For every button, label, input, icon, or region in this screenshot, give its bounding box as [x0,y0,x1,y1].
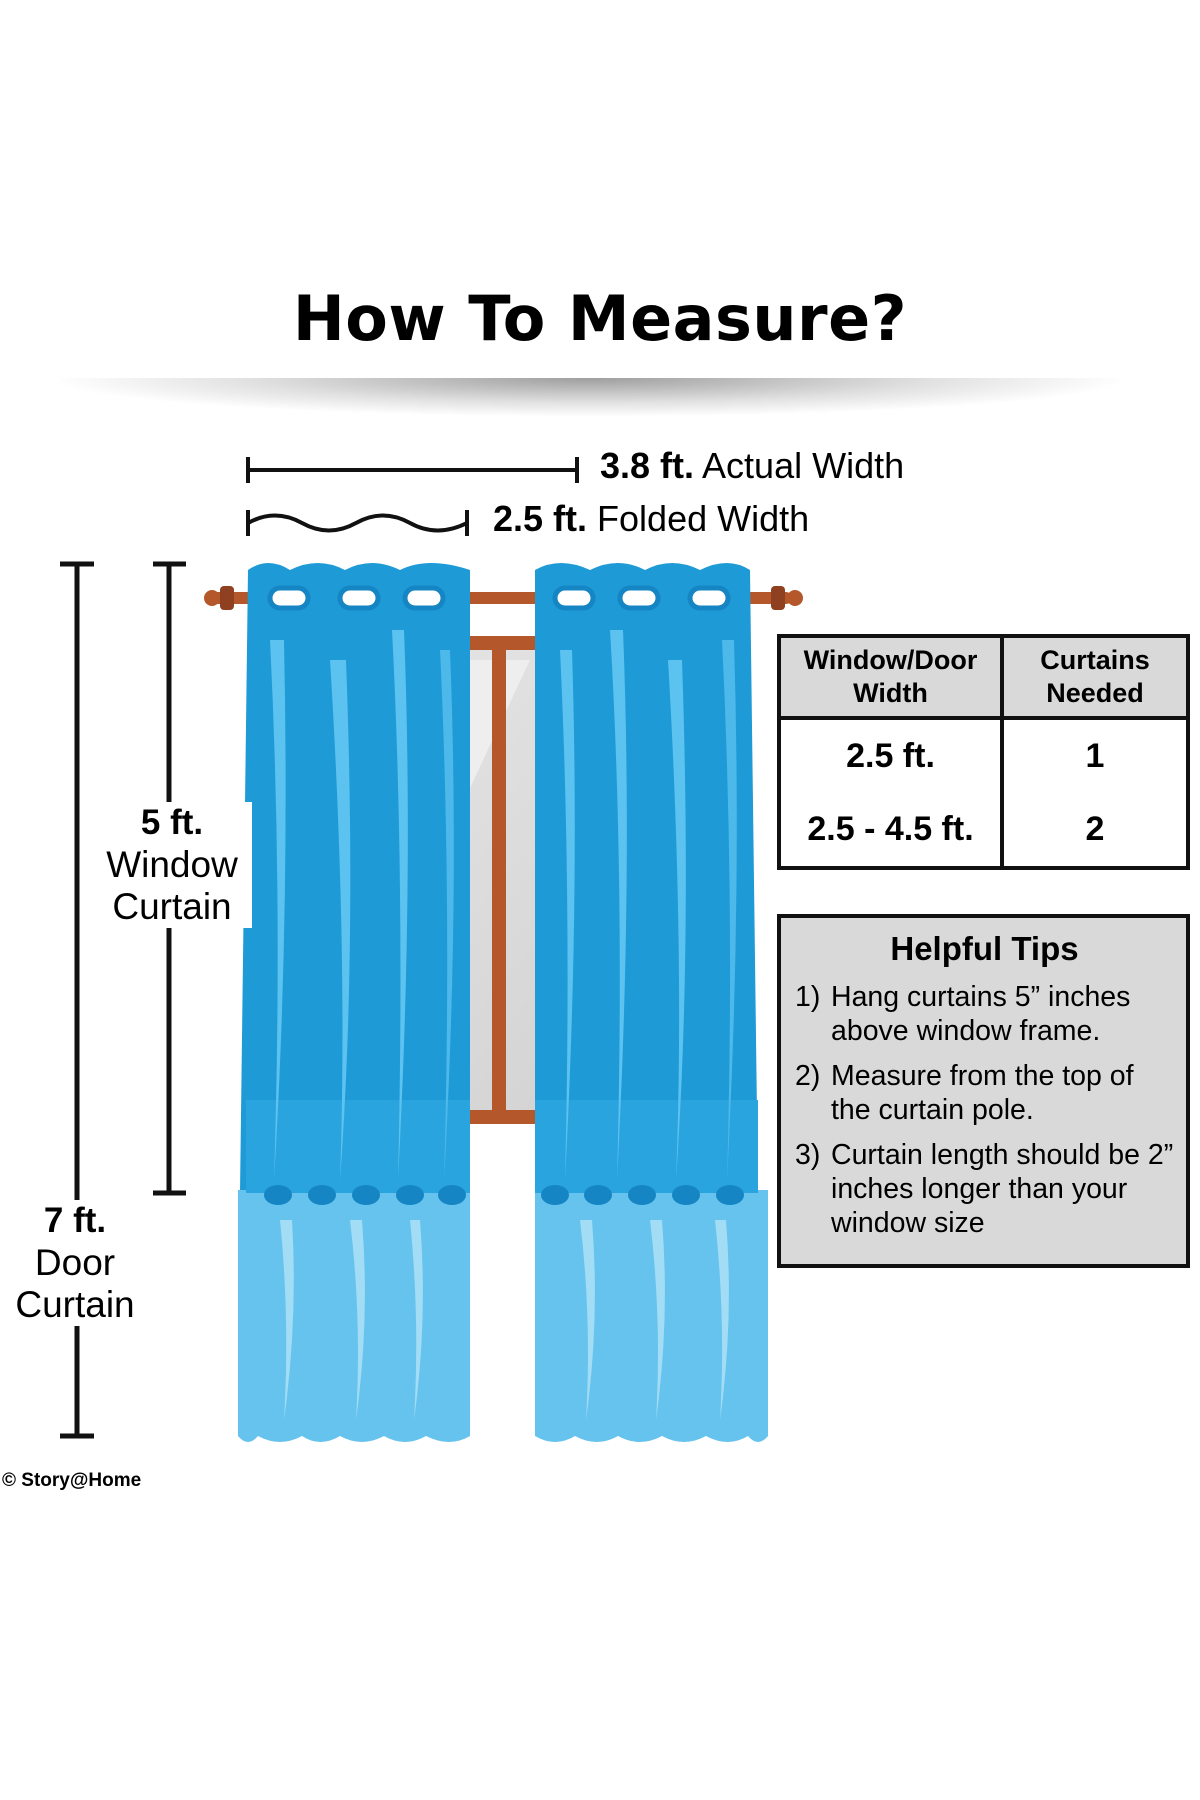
folded-width-value: 2.5 ft. [493,498,588,539]
table-row: 2.5 - 4.5 ft. 2 [781,793,1186,866]
door-curtain-label: 7 ft. Door Curtain [0,1200,150,1326]
tip-text: Measure from the top of the curtain pole… [831,1060,1134,1126]
tips-title: Helpful Tips [890,930,1079,967]
header-width-text: Window/Door Width [803,645,978,708]
window-curtain-line1: Window [106,844,238,885]
door-curtain-line1: Door [34,1242,116,1283]
table-header-row: Window/Door Width Curtains Needed [781,638,1186,720]
actual-width-caption: Actual Width [702,445,905,486]
table-header-width: Window/Door Width [781,638,1004,720]
window-curtain-value: 5 ft. [140,803,204,842]
table-cell-needed: 2 [1085,810,1105,849]
table-header-needed: Curtains Needed [1002,638,1186,720]
page-title: How To Measure? [292,282,908,355]
helpful-tips-box: Helpful Tips 1) Hang curtains 5” inches … [777,914,1190,1268]
door-curtain-line2: Curtain [15,1284,135,1325]
actual-width-value: 3.8 ft. [600,445,695,486]
tip-number: 2) [795,1060,821,1092]
actual-width-line [246,457,579,483]
tip-text: Curtain length should be 2” inches longe… [831,1139,1174,1239]
tip-number: 3) [795,1139,821,1171]
table-cell-width: 2.5 ft. [781,718,1004,794]
tip-item: 3) Curtain length should be 2” inches lo… [795,1138,1174,1240]
copyright-credit: © Story@Home [2,1470,142,1491]
header-needed-text: Curtains Needed [1040,645,1150,708]
table-cell-needed: 1 [1085,737,1105,776]
door-curtain-value: 7 ft. [43,1201,107,1240]
folded-width-caption: Folded Width [597,498,810,539]
table-cell-width: 2.5 - 4.5 ft. [781,793,1004,866]
title-divider-shadow [60,378,1120,416]
folded-width-label: 2.5 ft. Folded Width [493,498,809,540]
window-curtain-line2: Curtain [112,886,232,927]
folded-width-line [246,510,469,536]
tip-text: Hang curtains 5” inches above window fra… [831,981,1131,1047]
tip-item: 2) Measure from the top of the curtain p… [795,1059,1174,1127]
right-curtain [535,563,768,1442]
table-row: 2.5 ft. 1 [781,718,1186,794]
window-curtain-label: 5 ft. Window Curtain [92,802,252,928]
left-curtain [238,563,470,1442]
tip-number: 1) [795,981,821,1013]
tip-item: 1) Hang curtains 5” inches above window … [795,980,1174,1048]
actual-width-label: 3.8 ft. Actual Width [600,445,904,487]
curtains-needed-table: Window/Door Width Curtains Needed 2.5 ft… [777,634,1190,870]
